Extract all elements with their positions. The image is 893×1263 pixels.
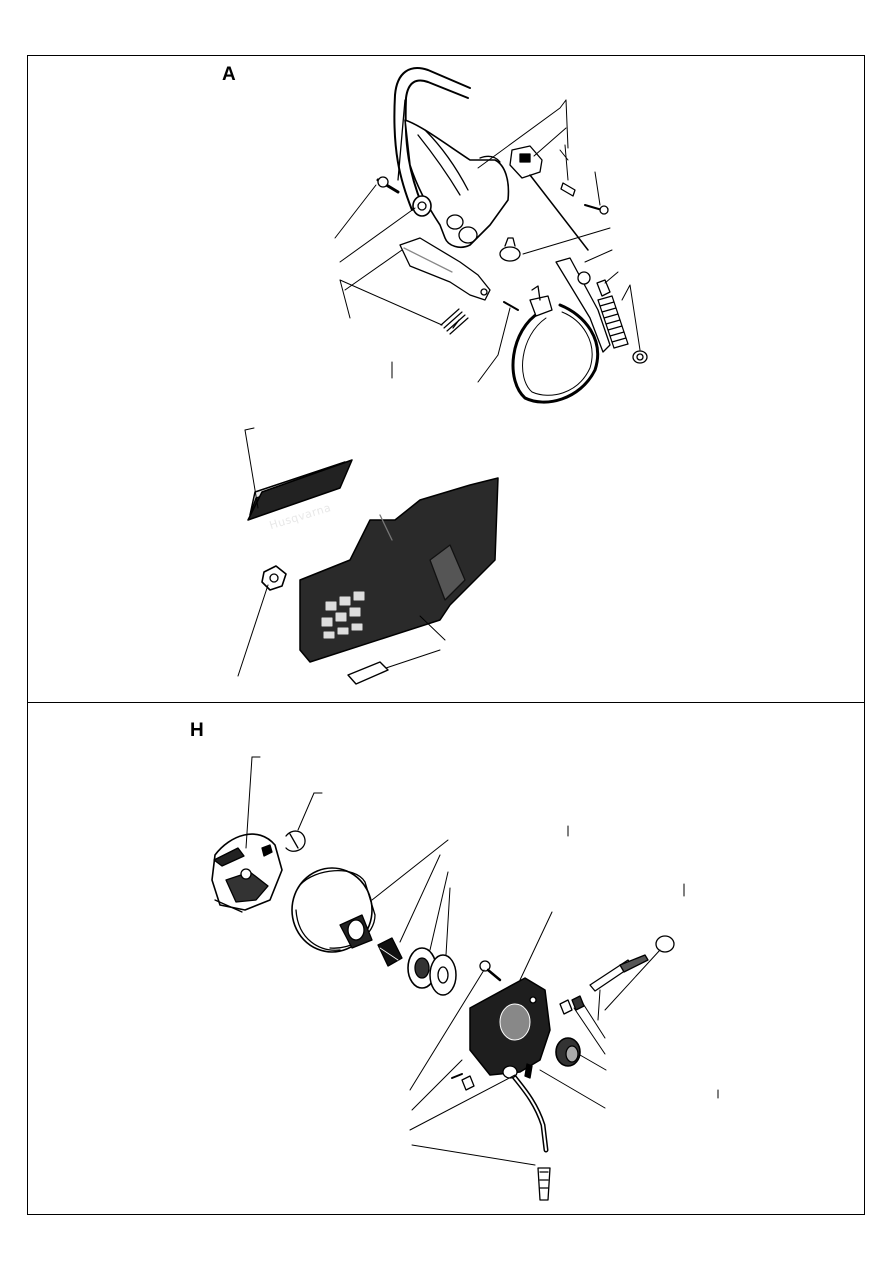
leader-lines-a2 xyxy=(237,427,446,677)
leader-lines-h xyxy=(245,756,719,1166)
badge-plate xyxy=(247,459,353,521)
front-handle xyxy=(393,67,471,211)
pin xyxy=(584,204,603,211)
brake-band xyxy=(511,285,600,404)
panel-divider xyxy=(27,702,865,703)
brake-lever-plate xyxy=(404,119,510,248)
sprocket xyxy=(407,947,437,989)
panel-a-diagram xyxy=(237,67,648,685)
nut xyxy=(632,350,648,364)
chain-cover xyxy=(299,477,499,663)
page-frame xyxy=(27,55,865,1215)
bushing xyxy=(412,195,432,217)
panel-a-label: A xyxy=(222,64,236,85)
lever-pin xyxy=(503,301,519,311)
rivet xyxy=(499,237,521,262)
needle-bearing xyxy=(377,937,403,967)
cover-rubber-pad xyxy=(347,661,389,685)
clutch-assembly xyxy=(211,833,283,913)
drive-washer xyxy=(429,954,457,996)
pump-screw xyxy=(479,960,502,982)
clutch-spring xyxy=(285,830,306,852)
cover-nut xyxy=(261,565,287,591)
leader-lines-a xyxy=(334,99,641,383)
oil-adjust-knob xyxy=(555,1037,581,1067)
long-spring xyxy=(597,295,629,349)
panel-h-diagram xyxy=(211,756,719,1201)
cover-vent-grid xyxy=(321,591,365,639)
hose-nipple xyxy=(524,1063,533,1079)
brake-block xyxy=(509,145,589,251)
panel-h-label: H xyxy=(190,720,204,741)
pump-piston xyxy=(589,935,675,992)
roll-pin xyxy=(560,182,576,197)
screw xyxy=(376,176,400,194)
brake-lever xyxy=(399,237,491,301)
oil-filter xyxy=(537,1167,551,1201)
pump-spring xyxy=(559,995,585,1015)
clutch-drum xyxy=(291,867,376,953)
brake-spring-arm xyxy=(555,257,611,353)
oil-hose xyxy=(502,1065,549,1153)
spring xyxy=(440,308,469,335)
pump-small-parts xyxy=(451,1073,475,1091)
oil-pump-plate xyxy=(469,977,551,1076)
